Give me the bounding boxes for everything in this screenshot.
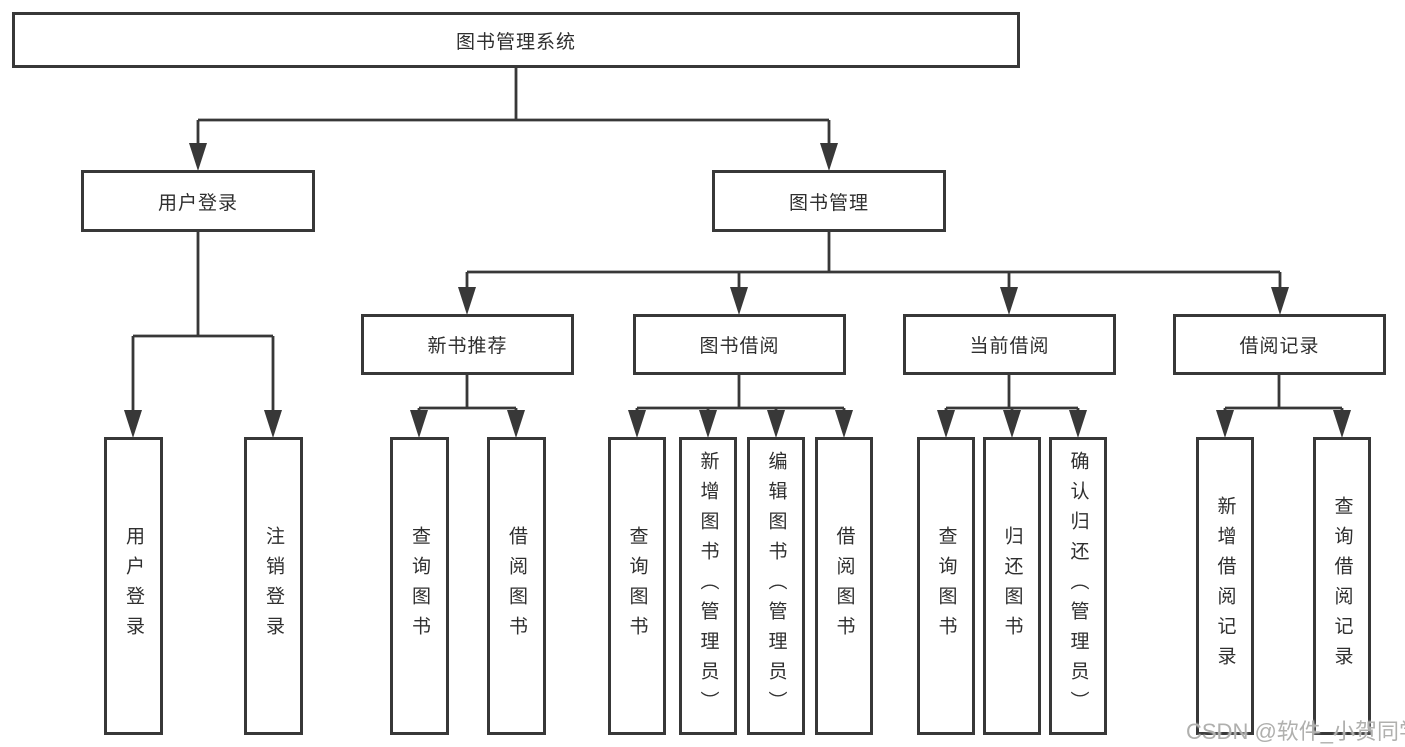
node-leaf-query-books-3: 查询图书	[917, 437, 975, 735]
connector-bookmgmt-to-level3	[465, 232, 1282, 289]
node-user-login-label: 用户登录	[157, 192, 238, 214]
node-new-book-recommend-label: 新书推荐	[427, 336, 508, 357]
arrowheads	[124, 143, 1351, 438]
node-leaf-user-login: 用户登录	[104, 437, 163, 735]
node-leaf-query-books-3-label: 查询图书	[935, 526, 957, 646]
node-leaf-edit-books-admin: 编辑图书（管理员）	[747, 437, 805, 735]
node-leaf-query-books-1-label: 查询图书	[409, 526, 430, 646]
node-book-management-label: 图书管理	[788, 192, 869, 214]
node-leaf-query-books-1: 查询图书	[390, 437, 449, 735]
csdn-watermark: CSDN @软件_小贺同学	[1186, 719, 1405, 744]
connector-currentborrow-to-leaves	[944, 375, 1080, 413]
node-leaf-query-borrow-record: 查询借阅记录	[1313, 437, 1371, 735]
connector-newbook-to-leaves	[417, 375, 518, 413]
node-leaf-add-borrow-record-label: 新增借阅记录	[1214, 496, 1236, 676]
node-leaf-logout-label: 注销登录	[263, 526, 284, 646]
node-leaf-borrow-books-1: 借阅图书	[487, 437, 546, 735]
node-root-label: 图书管理系统	[455, 31, 576, 53]
node-leaf-add-books-admin: 新增图书（管理员）	[679, 437, 737, 735]
node-leaf-confirm-return-admin: 确认归还（管理员）	[1049, 437, 1107, 735]
connector-root-to-level2	[196, 68, 831, 146]
node-user-login: 用户登录	[81, 170, 315, 232]
node-leaf-add-books-admin-label: 新增图书（管理员）	[697, 451, 719, 721]
node-leaf-borrow-books-2: 借阅图书	[815, 437, 873, 735]
node-book-borrow: 图书借阅	[633, 314, 846, 375]
node-leaf-borrow-books-1-label: 借阅图书	[506, 526, 527, 646]
node-new-book-recommend: 新书推荐	[361, 314, 574, 375]
node-borrow-records: 借阅记录	[1173, 314, 1386, 375]
node-root: 图书管理系统	[12, 12, 1020, 68]
node-borrow-records-label: 借阅记录	[1239, 336, 1320, 357]
node-leaf-borrow-books-2-label: 借阅图书	[833, 526, 855, 646]
node-leaf-edit-books-admin-label: 编辑图书（管理员）	[765, 451, 787, 721]
node-leaf-query-borrow-record-label: 查询借阅记录	[1331, 496, 1353, 676]
node-current-borrow-label: 当前借阅	[969, 336, 1050, 357]
node-book-borrow-label: 图书借阅	[699, 336, 780, 357]
node-book-management: 图书管理	[712, 170, 946, 232]
node-leaf-return-books: 归还图书	[983, 437, 1041, 735]
node-leaf-add-borrow-record: 新增借阅记录	[1196, 437, 1254, 735]
node-leaf-return-books-label: 归还图书	[1001, 526, 1023, 646]
node-leaf-logout: 注销登录	[244, 437, 303, 735]
node-current-borrow: 当前借阅	[903, 314, 1116, 375]
node-leaf-query-books-2: 查询图书	[608, 437, 666, 735]
connector-userlogin-to-leaves	[131, 232, 275, 412]
node-leaf-query-books-2-label: 查询图书	[626, 526, 648, 646]
node-leaf-confirm-return-admin-label: 确认归还（管理员）	[1067, 451, 1089, 721]
connector-bookborrow-to-leaves	[635, 375, 846, 413]
connector-borrowrecords-to-leaves	[1223, 375, 1344, 413]
node-leaf-user-login-label: 用户登录	[123, 526, 144, 646]
